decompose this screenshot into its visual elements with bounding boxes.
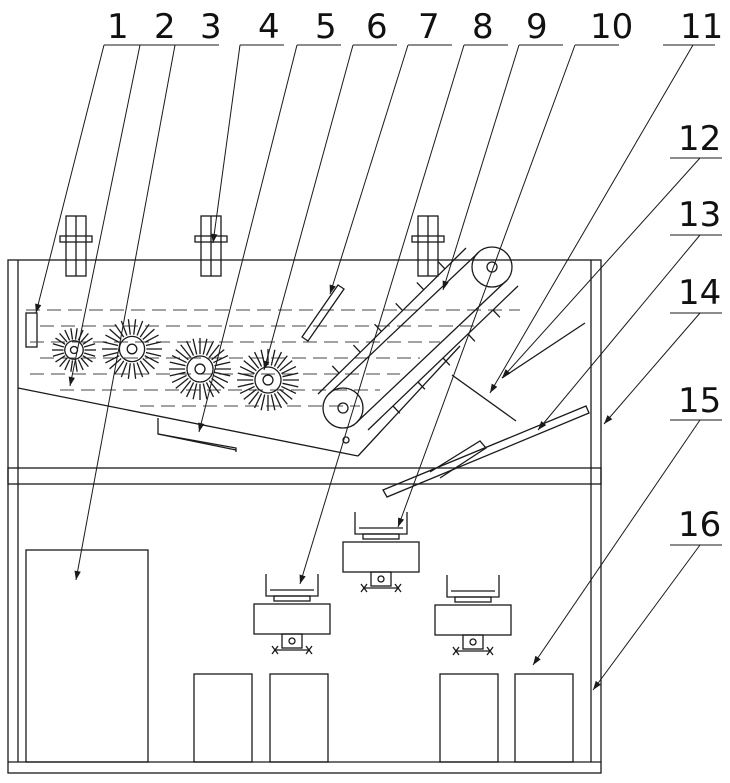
brush-roller (237, 349, 299, 411)
callout-number-16: 16 (678, 505, 721, 545)
collection-bin (440, 674, 498, 762)
callout-number-2: 2 (154, 7, 176, 47)
guide-plate (302, 285, 344, 341)
callout-number-1: 1 (107, 7, 129, 47)
conveyor-cleat (332, 366, 339, 373)
main-frame (8, 260, 601, 773)
callout-number-6: 6 (366, 7, 388, 47)
brush-roller (169, 338, 231, 400)
collection-bin (270, 674, 328, 762)
caster-wheel (195, 216, 227, 276)
gripper-assembly (343, 512, 419, 592)
caster-wheel (412, 216, 444, 276)
callout-number-5: 5 (315, 7, 337, 47)
leader-line (263, 45, 397, 370)
collection-bin (515, 674, 573, 762)
callout-number-3: 3 (200, 7, 222, 47)
deflector (452, 375, 516, 421)
leader-line (35, 45, 148, 313)
callout-number-15: 15 (678, 381, 721, 421)
callout-number-10: 10 (590, 7, 633, 47)
conveyor-cleat (353, 345, 360, 352)
leader-line (593, 545, 722, 690)
callout-number-11: 11 (680, 7, 723, 47)
brush-roller (102, 319, 162, 379)
leader-line (502, 158, 722, 378)
callout-number-7: 7 (418, 7, 440, 47)
gripper-assembly (435, 575, 511, 655)
conveyor-cleat (438, 262, 445, 269)
conveyor-cleat (468, 334, 475, 341)
leader-line (330, 45, 452, 294)
collection-bin (194, 674, 252, 762)
control-cabinet (26, 550, 148, 762)
callout-number-4: 4 (258, 7, 280, 47)
conveyor-cleat (493, 310, 500, 317)
callout-number-9: 9 (526, 7, 548, 47)
callout-number-12: 12 (678, 119, 721, 159)
leader-line (211, 45, 284, 243)
callout-number-13: 13 (678, 195, 721, 235)
caster-wheel (60, 216, 92, 276)
callout-number-14: 14 (678, 273, 721, 313)
leader-line (74, 45, 219, 580)
conveyor-cleat (396, 303, 403, 310)
callout-number-8: 8 (472, 7, 494, 47)
gripper-assembly (254, 574, 330, 654)
washing-tank (18, 310, 520, 456)
leader-line (398, 45, 619, 527)
conveyor-cleat (393, 406, 400, 413)
conveyor-cleat (417, 282, 424, 289)
